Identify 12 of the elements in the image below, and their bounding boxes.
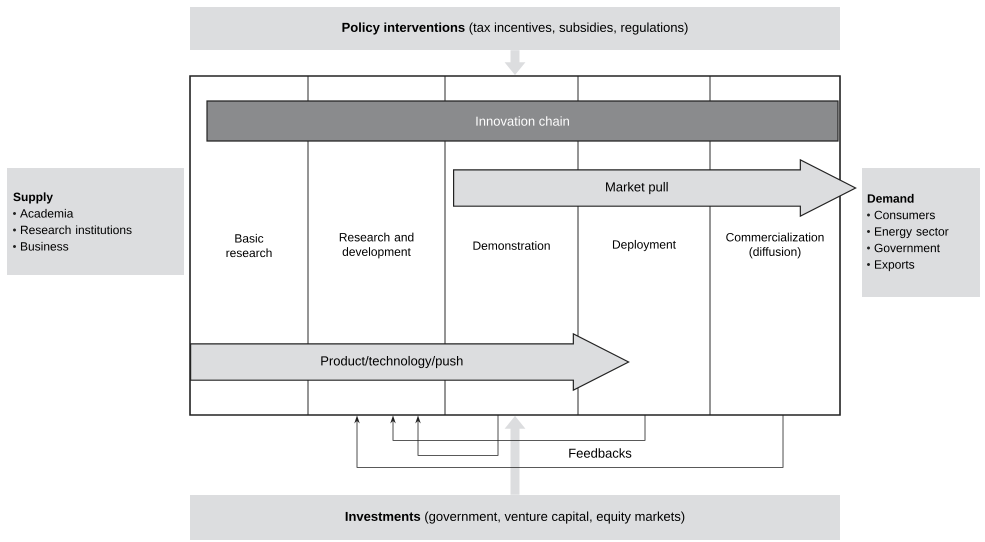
innovation-chain-bar: Innovation chain — [206, 100, 839, 142]
supply-panel: Supply Academia Research institutions Business — [7, 168, 184, 275]
feedback-label: Feedbacks — [569, 448, 632, 458]
demand-panel: Demand Consumers Energy sector Government Exports — [862, 168, 980, 297]
feedback-arrow — [354, 415, 784, 468]
feedback-arrow — [415, 415, 498, 456]
stage-column: Basic research — [190, 76, 308, 416]
policy-band: Policy interventions (tax incentives, subsidies, regulations) — [190, 7, 840, 50]
stage-column: Commercialization (diffusion) — [710, 76, 840, 416]
feedback-arrow — [390, 415, 646, 441]
investments-band: Investments (government, venture capital, equity markets) — [190, 495, 840, 540]
stage-frame — [189, 75, 841, 416]
